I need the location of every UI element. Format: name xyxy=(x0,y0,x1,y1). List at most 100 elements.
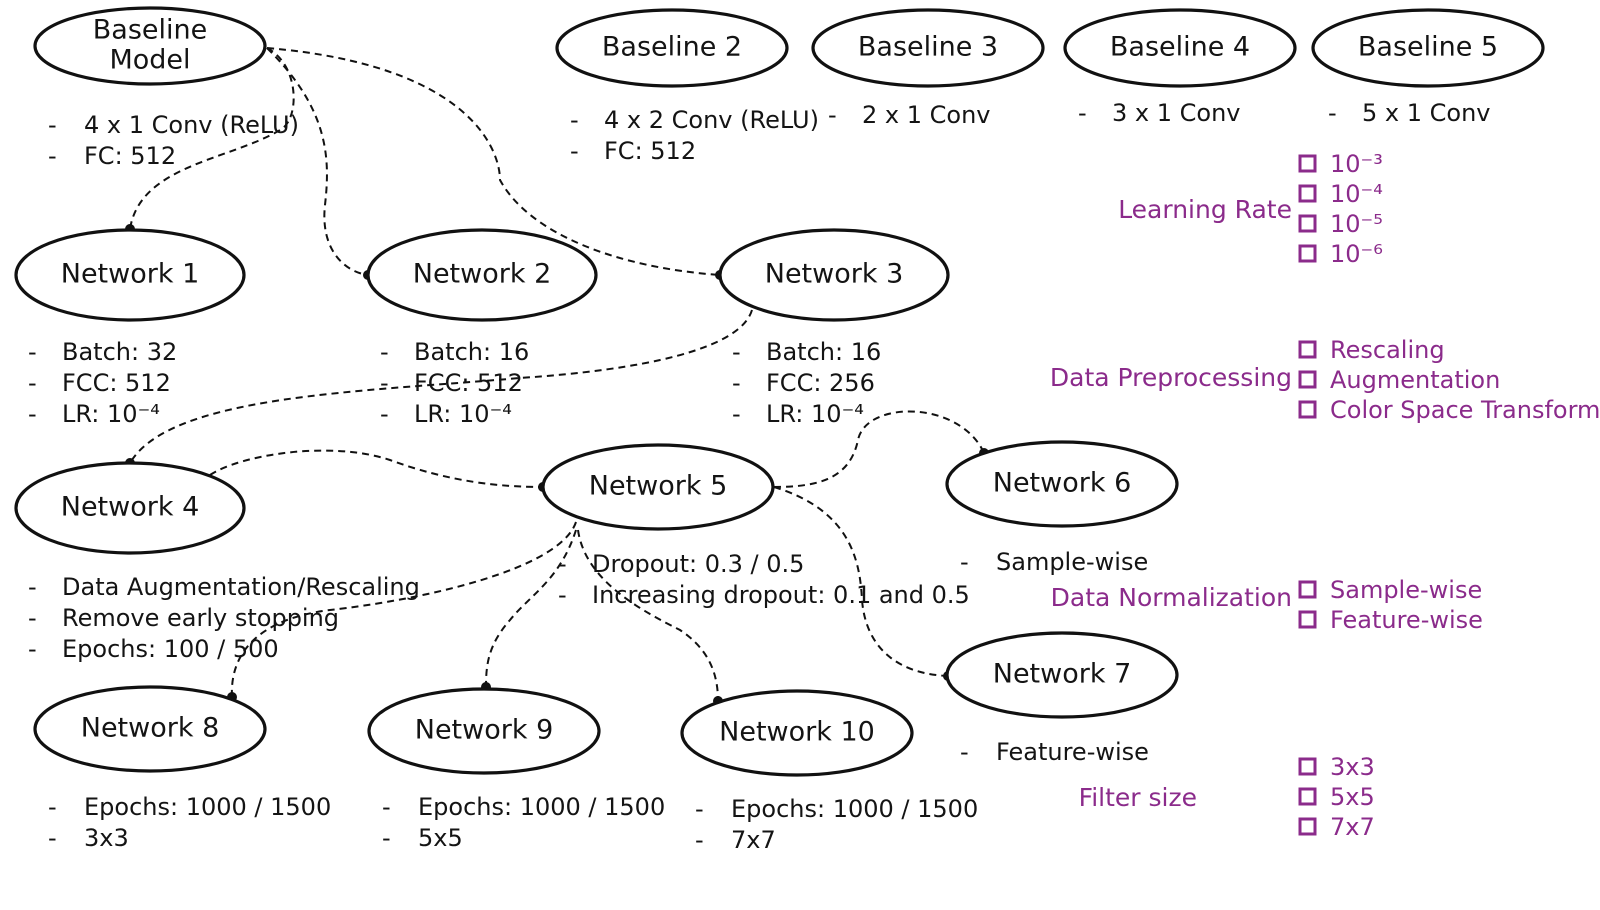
edge-network-4-to-network-5 xyxy=(209,449,548,492)
note-bullet: - xyxy=(960,548,969,576)
note-text: Batch: 16 xyxy=(766,338,881,366)
legend-label: Learning Rate xyxy=(1118,195,1292,224)
checkbox-icon xyxy=(1298,610,1317,629)
node-label: Network 10 xyxy=(719,717,875,748)
notes-network-10: -Epochs: 1000 / 1500-7x7 xyxy=(695,795,978,854)
node-label: Network 1 xyxy=(61,259,200,290)
note-text: Dropout: 0.3 / 0.5 xyxy=(592,550,804,578)
note-bullet: - xyxy=(732,338,741,366)
node-ellipse xyxy=(555,8,789,88)
node-ellipse xyxy=(680,689,914,777)
node-network-1: Network 1 xyxy=(14,228,246,322)
node-baseline-5: Baseline 5 xyxy=(1311,8,1545,88)
legend-option: Sample-wise xyxy=(1330,576,1482,604)
node-label: Baseline 2 xyxy=(602,32,742,63)
notes-network-7: -Feature-wise xyxy=(960,738,1149,766)
note-text: Epochs: 1000 / 1500 xyxy=(731,795,978,823)
node-network-6: Network 6 xyxy=(945,440,1179,528)
checkbox-icon xyxy=(1298,757,1317,776)
node-network-4: Network 4 xyxy=(14,461,246,555)
note-text: LR: 10⁻⁴ xyxy=(62,400,160,428)
note-bullet: - xyxy=(28,369,37,397)
checkbox-icon xyxy=(1298,184,1317,203)
note-text: 3x3 xyxy=(84,824,129,852)
note-bullet: - xyxy=(48,824,57,852)
legend-option: Rescaling xyxy=(1330,336,1445,364)
edge-path xyxy=(129,309,753,464)
note-bullet: - xyxy=(28,604,37,632)
node-network-3: Network 3 xyxy=(718,228,950,322)
node-label: Network 7 xyxy=(993,659,1132,690)
notes-network-2: -Batch: 16-FCC: 512-LR: 10⁻⁴ xyxy=(380,338,529,428)
node-network-2: Network 2 xyxy=(366,228,598,322)
note-bullet: - xyxy=(732,369,741,397)
note-text: FCC: 512 xyxy=(62,369,171,397)
note-bullet: - xyxy=(558,550,567,578)
node-network-7: Network 7 xyxy=(945,631,1179,719)
node-label: Baseline 3 xyxy=(858,32,998,63)
legend-label: Data Preprocessing xyxy=(1050,363,1292,392)
node-ellipse xyxy=(718,228,950,322)
notes-network-5: -Dropout: 0.3 / 0.5-Increasing dropout: … xyxy=(558,550,970,609)
checkbox-icon xyxy=(1298,370,1317,389)
legend-option: 7x7 xyxy=(1330,813,1375,841)
edge-path xyxy=(129,47,295,230)
notes-network-9: -Epochs: 1000 / 1500-5x5 xyxy=(382,793,665,852)
checkbox-icon xyxy=(1298,580,1317,599)
legend-option: 10⁻⁴ xyxy=(1330,180,1383,208)
legend-option: 3x3 xyxy=(1330,753,1375,781)
edge-path xyxy=(577,529,719,702)
note-bullet: - xyxy=(48,142,57,170)
node-network-5: Network 5 xyxy=(541,443,775,531)
node-label: Baseline xyxy=(93,15,207,46)
note-bullet: - xyxy=(382,824,391,852)
legend-option: Augmentation xyxy=(1330,366,1500,394)
note-text: 7x7 xyxy=(731,826,776,854)
note-text: 3 x 1 Conv xyxy=(1112,99,1240,127)
edge-path xyxy=(773,410,985,488)
notes-network-6: -Sample-wise xyxy=(960,548,1148,576)
node-ellipse xyxy=(14,461,246,555)
note-text: 4 x 1 Conv (ReLU) xyxy=(84,111,299,139)
node-label: Network 9 xyxy=(415,715,554,746)
notes-network-1: -Batch: 32-FCC: 512-LR: 10⁻⁴ xyxy=(28,338,177,428)
note-text: Epochs: 100 / 500 xyxy=(62,635,279,663)
note-bullet: - xyxy=(558,581,567,609)
checkbox-icon xyxy=(1298,400,1317,419)
legend-option: 10⁻³ xyxy=(1330,150,1383,178)
note-bullet: - xyxy=(380,369,389,397)
node-label: Baseline 5 xyxy=(1358,32,1498,63)
checkbox-icon xyxy=(1298,244,1317,263)
checkbox-icon xyxy=(1298,787,1317,806)
checkbox-icon xyxy=(1298,340,1317,359)
node-baseline-3: Baseline 3 xyxy=(811,8,1045,88)
note-text: LR: 10⁻⁴ xyxy=(766,400,864,428)
node-network-10: Network 10 xyxy=(680,689,914,777)
node-ellipse xyxy=(811,8,1045,88)
node-label: Network 8 xyxy=(81,713,220,744)
notes-baseline: -4 x 1 Conv (ReLU)-FC: 512 xyxy=(48,111,299,170)
note-bullet: - xyxy=(382,793,391,821)
checkbox-icon xyxy=(1298,154,1317,173)
node-ellipse xyxy=(945,440,1179,528)
checkbox-icon xyxy=(1298,214,1317,233)
note-bullet: - xyxy=(1328,99,1337,127)
node-baseline-4: Baseline 4 xyxy=(1063,8,1297,88)
edge-path xyxy=(266,47,721,276)
note-bullet: - xyxy=(960,738,969,766)
note-text: Remove early stopping xyxy=(62,604,339,632)
node-ellipse xyxy=(14,228,246,322)
edge-path xyxy=(485,529,577,688)
legend-group-data-preprocessing: Data PreprocessingRescalingAugmentationC… xyxy=(1050,336,1600,424)
node-ellipse xyxy=(366,228,598,322)
legend-option: 10⁻⁵ xyxy=(1330,210,1383,238)
note-bullet: - xyxy=(48,793,57,821)
note-text: FC: 512 xyxy=(604,137,696,165)
edge-baseline-to-network-2 xyxy=(266,47,373,280)
note-text: Batch: 32 xyxy=(62,338,177,366)
notes-baseline-3: -2 x 1 Conv xyxy=(828,101,990,129)
notes-baseline-2: -4 x 2 Conv (ReLU)-FC: 512 xyxy=(570,106,819,165)
